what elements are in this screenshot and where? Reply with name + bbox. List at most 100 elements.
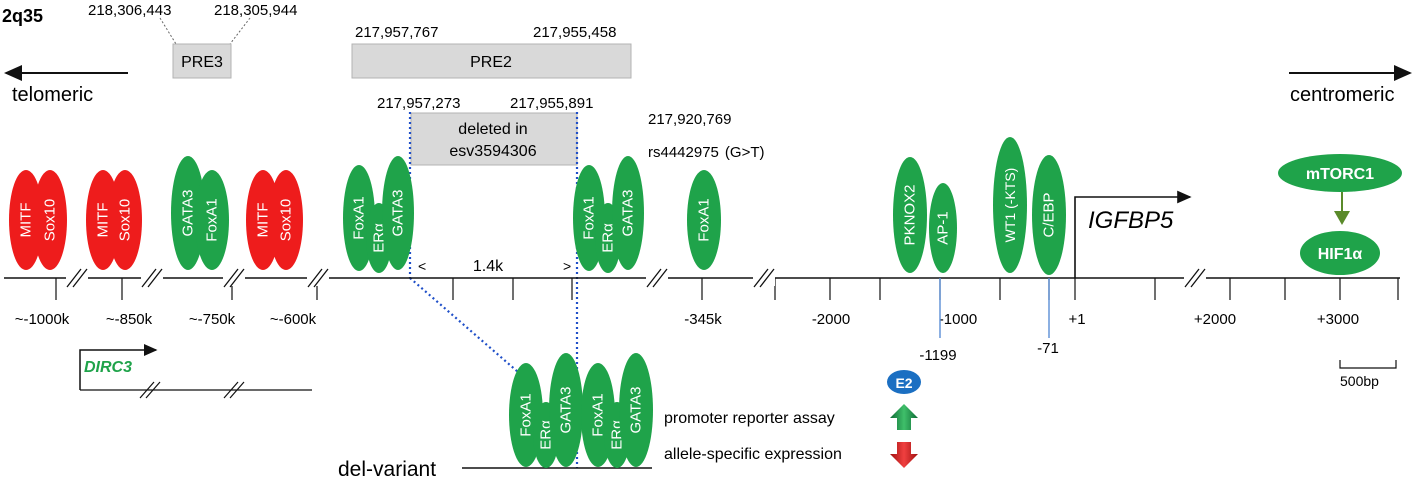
axis-break-mark bbox=[141, 268, 163, 288]
axis-break-mark bbox=[66, 268, 88, 288]
tfbs-oval: C/EBP bbox=[1032, 155, 1066, 275]
tfbs-oval: FoxA1 bbox=[687, 170, 721, 270]
pre2-box bbox=[351, 43, 632, 79]
dirc3-break-2 bbox=[223, 381, 245, 399]
axis-label: ~-600k bbox=[270, 311, 317, 328]
snp-id: rs4442975(G>T) bbox=[648, 144, 765, 161]
dirc3-tss-arrow bbox=[79, 344, 158, 390]
axis-label: -345k bbox=[684, 311, 722, 328]
site-label-71: -71 bbox=[1037, 340, 1059, 357]
tfbs-label: AP-1 bbox=[935, 211, 952, 244]
tfbs-oval: Sox10 bbox=[33, 170, 67, 270]
del-variant-tfbs-label: FoxA1 bbox=[518, 393, 535, 436]
tfbs-oval: WT1 (-KTS) bbox=[993, 137, 1027, 273]
tfbs-label: PKNOX2 bbox=[902, 185, 919, 246]
hif1a-oval bbox=[1300, 231, 1380, 275]
up-arrow-icon bbox=[890, 404, 918, 430]
del-variant-tfbs-oval: GATA3 bbox=[549, 353, 583, 467]
deletion-diagonal-dotted bbox=[409, 277, 519, 373]
tfbs-oval: Sox10 bbox=[269, 170, 303, 270]
region-label: 2q35 bbox=[2, 6, 43, 26]
del-variant-tfbs-oval: GATA3 bbox=[619, 353, 653, 467]
tfbs-oval: FoxA1 bbox=[195, 170, 229, 270]
tfbs-label: Sox10 bbox=[117, 199, 134, 242]
deletion-line2: esv3594306 bbox=[449, 143, 536, 160]
axis-label: ~-750k bbox=[189, 311, 236, 328]
legend-allele-label: allele-specific expression bbox=[664, 446, 842, 463]
tfbs-label: WT1 (-KTS) bbox=[1002, 168, 1018, 243]
scale-bar bbox=[1339, 360, 1397, 369]
tfbs-oval: Sox10 bbox=[108, 170, 142, 270]
axis-labels: ~-1000k ~-850k ~-750k ~-600k -345k -2000 -1000… bbox=[15, 311, 1359, 328]
mtorc1-oval bbox=[1278, 154, 1402, 192]
tfbs-label: GATA3 bbox=[390, 190, 407, 237]
centromeric-label: centromeric bbox=[1290, 84, 1394, 106]
tfbs-label: FoxA1 bbox=[696, 198, 713, 241]
mtorc1-label: mTORC1 bbox=[1306, 166, 1374, 183]
pre3-end-coord: 218,305,944 bbox=[214, 2, 297, 19]
tfbs-label: FoxA1 bbox=[204, 198, 221, 241]
del-variant-tfbs-label: FoxA1 bbox=[590, 393, 607, 436]
del-variant-tfbs-label: GATA3 bbox=[558, 387, 575, 434]
tfbs-oval: PKNOX2 bbox=[893, 157, 927, 273]
tfbs-label: ERα bbox=[600, 223, 617, 253]
tfbs-label: FoxA1 bbox=[351, 196, 368, 239]
tfbs-oval: GATA3 bbox=[171, 156, 205, 270]
site-label-1199: -1199 bbox=[919, 347, 956, 364]
del-variant-tfbs-label: GATA3 bbox=[628, 387, 645, 434]
tfbs-label: MITF bbox=[18, 203, 35, 238]
deletion-start-coord: 217,957,273 bbox=[377, 95, 460, 112]
tfbs-label: FoxA1 bbox=[581, 196, 598, 239]
deletion-span-label: 1.4k bbox=[473, 258, 504, 275]
axis-label: -1000 bbox=[939, 311, 977, 328]
pre3-connector-right bbox=[229, 17, 251, 45]
igfbp5-tss-arrow bbox=[1074, 190, 1192, 278]
axis-label: +3000 bbox=[1317, 311, 1359, 328]
axis-label: ~-1000k bbox=[15, 311, 70, 328]
pre2-end-coord: 217,955,458 bbox=[533, 24, 616, 41]
hif1a-label: HIF1α bbox=[1318, 246, 1363, 263]
pre3-label: PRE3 bbox=[181, 54, 223, 71]
tfbs-group: MITF Sox10 MITF Sox10 GATA3 FoxA1 MITF Sox10 Fox… bbox=[9, 137, 1066, 275]
e2-oval bbox=[887, 370, 921, 394]
tfbs-label: GATA3 bbox=[620, 190, 637, 237]
tfbs-label: C/EBP bbox=[1041, 192, 1058, 237]
dirc3-label: DIRC3 bbox=[84, 359, 132, 376]
tfbs-oval: GATA3 bbox=[382, 156, 414, 270]
del-variant-label: del-variant bbox=[338, 458, 436, 478]
axis-break-mark bbox=[646, 268, 668, 288]
axis-label: +1 bbox=[1068, 311, 1085, 328]
axis-break-mark bbox=[307, 268, 329, 288]
deletion-span-left: < bbox=[418, 258, 426, 274]
down-arrow-icon bbox=[890, 442, 918, 468]
snp-position: 217,920,769 bbox=[648, 111, 731, 128]
axis-break-mark bbox=[1184, 268, 1206, 288]
tfbs-label: Sox10 bbox=[278, 199, 295, 242]
pre2-start-coord: 217,957,767 bbox=[355, 24, 438, 41]
igfbp5-label: IGFBP5 bbox=[1088, 207, 1174, 234]
tfbs-label: Sox10 bbox=[42, 199, 59, 242]
telomeric-label: telomeric bbox=[12, 84, 93, 106]
e2-label: E2 bbox=[895, 375, 912, 391]
pre3-box bbox=[172, 43, 232, 79]
axis-breaks bbox=[66, 268, 1206, 288]
deletion-span-right: > bbox=[563, 258, 571, 274]
deletion-line1: deleted in bbox=[458, 121, 527, 138]
tfbs-oval: AP-1 bbox=[929, 183, 957, 273]
axis-break-mark bbox=[753, 268, 775, 288]
axis-label: ~-850k bbox=[106, 311, 153, 328]
axis-label: +2000 bbox=[1194, 311, 1236, 328]
tfbs-label: GATA3 bbox=[180, 190, 197, 237]
tfbs-label: MITF bbox=[255, 203, 272, 238]
pre3-connector-left bbox=[159, 17, 177, 45]
legend-promoter-label: promoter reporter assay bbox=[664, 410, 835, 427]
axis-break-mark bbox=[223, 268, 245, 288]
axis-label: -2000 bbox=[812, 311, 850, 328]
tfbs-label: MITF bbox=[95, 203, 112, 238]
dirc3-break-1 bbox=[139, 381, 161, 399]
tfbs-oval: MITF bbox=[9, 170, 43, 270]
pre3-start-coord: 218,306,443 bbox=[88, 2, 171, 19]
